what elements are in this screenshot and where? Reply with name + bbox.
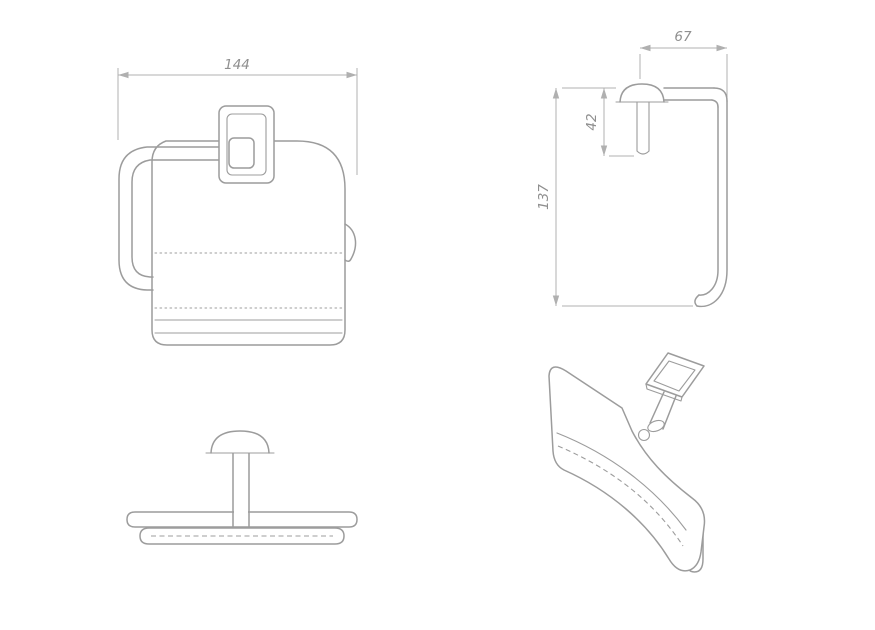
persp-cover-outline: [548, 366, 706, 572]
dimension-plate-to-arm: 42: [584, 88, 634, 157]
dim-label-plate-to-arm: 42: [584, 113, 600, 130]
dimension-front-width: 144: [117, 57, 358, 175]
persp-post-cap: [647, 419, 665, 433]
front-view: 144: [117, 57, 358, 346]
side-view: 67 137 42: [536, 29, 728, 308]
side-spindle-cap: [636, 150, 650, 155]
persp-spindle-knob: [637, 428, 651, 442]
dim-label-side-depth: 67: [674, 29, 692, 45]
arrowhead-bottom: [552, 295, 560, 306]
front-arm-outer: [118, 146, 220, 291]
bottom-cover-plate: [139, 527, 345, 545]
arrowhead-bottom: [600, 145, 608, 156]
dim-label-side-height: 137: [536, 184, 552, 210]
side-cover-outer: [696, 100, 728, 308]
persp-paper-edge-dashed: [557, 445, 684, 547]
side-cover-inner: [698, 106, 719, 296]
arrowhead-left: [640, 44, 651, 52]
persp-post-left: [649, 391, 665, 424]
dim-label-front-width: 144: [224, 57, 250, 73]
arrowhead-top: [552, 88, 560, 99]
arrowhead-right: [716, 44, 727, 52]
persp-flange-outer: [645, 352, 705, 398]
bottom-post-fill: [234, 453, 248, 526]
arrowhead-right: [346, 71, 357, 79]
persp-paper-edge-line: [556, 432, 687, 531]
side-arm-corner-inner: [711, 99, 719, 108]
front-hook-fin: [344, 223, 357, 263]
side-wall-plate-dome: [619, 83, 665, 103]
persp-flange-thickness: [645, 383, 683, 402]
dimension-side-height: 137: [536, 87, 693, 307]
bottom-wall-plate-dome: [210, 430, 270, 454]
side-cover-tip: [694, 294, 700, 307]
perspective-view: [548, 352, 706, 573]
persp-flange-inner: [653, 360, 696, 392]
bottom-view: [126, 430, 358, 545]
arrowhead-top: [600, 88, 608, 99]
side-arm-corner-outer: [713, 87, 728, 102]
dimension-side-depth: 67: [639, 29, 728, 97]
front-arm-inner: [131, 159, 220, 278]
front-wall-plate-inner: [226, 113, 267, 176]
persp-post-right: [662, 395, 677, 430]
front-stem-block: [228, 137, 255, 169]
front-cover-outline: [151, 140, 346, 346]
arrowhead-left: [118, 71, 129, 79]
